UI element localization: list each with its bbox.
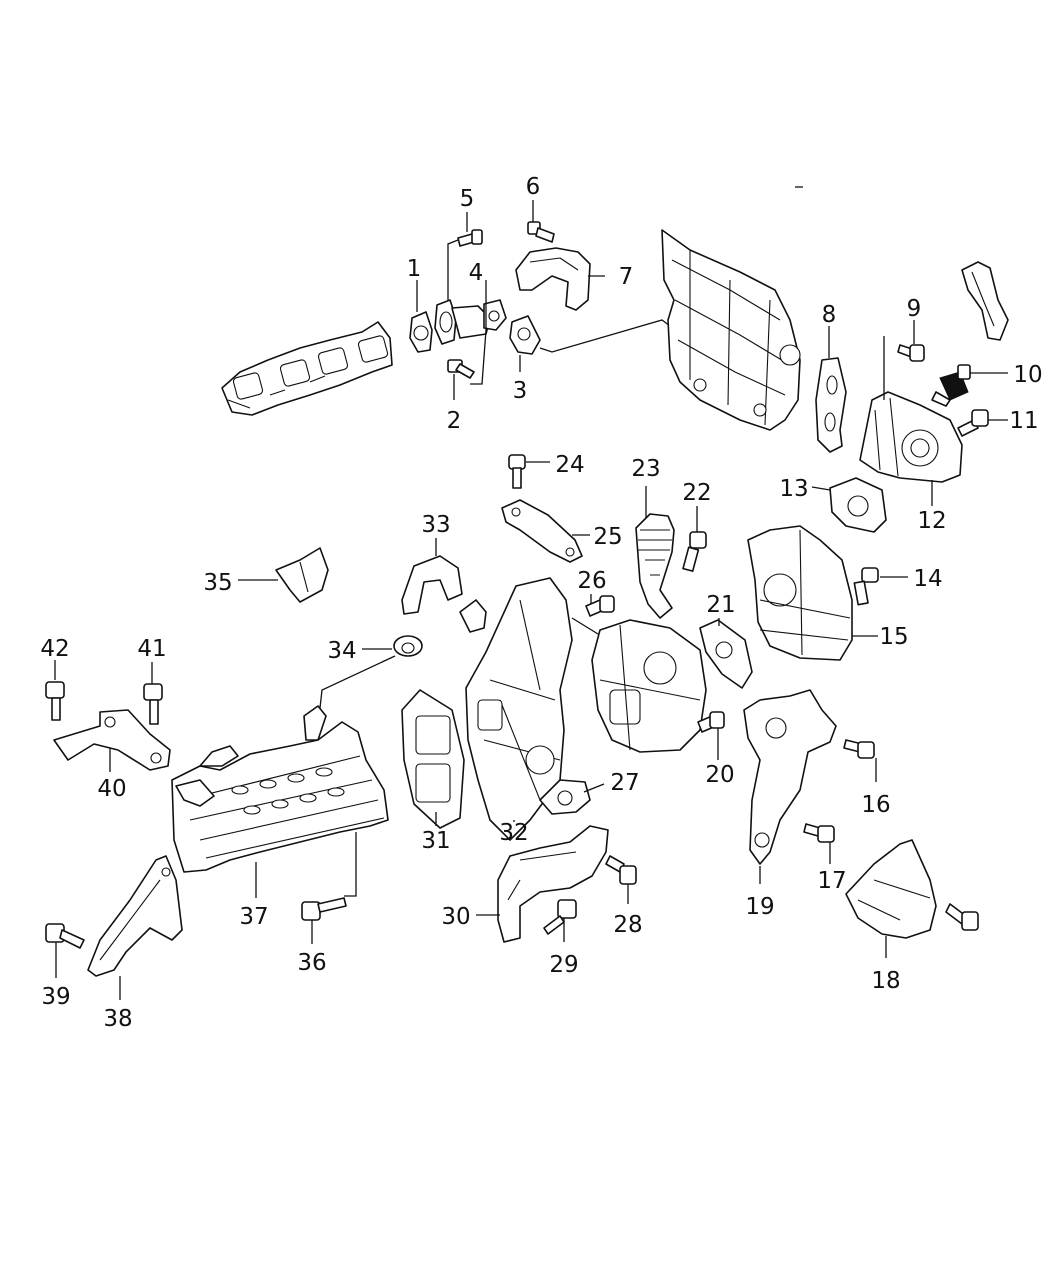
bolt-42 (45, 681, 65, 721)
callout-labels: 1 2 3 4 5 6 7 8 9 10 11 12 13 14 15 16 1… (40, 174, 1042, 1032)
egr-valve-body (591, 619, 707, 753)
callout-34: 34 (327, 638, 356, 664)
callout-8: 8 (822, 302, 837, 328)
callout-2: 2 (447, 408, 462, 434)
callout-26: 26 (577, 568, 606, 594)
cylinder-head-cover (661, 229, 801, 431)
heat-shield-18 (845, 839, 979, 939)
exhaust-manifold (221, 321, 393, 416)
callout-13: 13 (779, 476, 808, 502)
callout-10: 10 (1013, 362, 1042, 388)
bolt-39 (45, 923, 85, 949)
bolt-28 (605, 855, 637, 885)
bolt-29 (543, 899, 577, 935)
actuator-23 (635, 513, 675, 619)
gasket-13 (829, 477, 887, 533)
bolt-36 (301, 897, 347, 921)
callout-19: 19 (745, 894, 774, 920)
callout-16: 16 (861, 792, 890, 818)
bolt-16 (843, 739, 875, 759)
exhaust-pipe-30 (497, 825, 609, 943)
callout-15: 15 (879, 624, 908, 650)
callout-30: 30 (441, 904, 470, 930)
egr-bypass-valve-32 (465, 577, 573, 841)
clamp-34 (393, 635, 423, 657)
callout-23: 23 (631, 456, 660, 482)
callout-11: 11 (1009, 408, 1038, 434)
hose-33 (401, 555, 463, 615)
bolt-17 (803, 823, 835, 843)
callout-4: 4 (469, 260, 484, 286)
callout-38: 38 (103, 1006, 132, 1032)
callout-21: 21 (706, 592, 735, 618)
bolt-14 (853, 567, 879, 606)
bracket-38 (87, 855, 183, 977)
callout-31: 31 (421, 828, 450, 854)
callout-18: 18 (871, 968, 900, 994)
callout-41: 41 (137, 636, 166, 662)
gasket-3 (509, 315, 541, 355)
callout-29: 29 (549, 952, 578, 978)
callout-6: 6 (526, 174, 541, 200)
clip-35 (275, 547, 329, 603)
callout-7: 7 (619, 264, 634, 290)
callout-32: 32 (499, 820, 528, 846)
callout-28: 28 (613, 912, 642, 938)
callout-36: 36 (297, 950, 326, 976)
flange-gasket-1 (409, 311, 433, 353)
callout-35: 35 (203, 570, 232, 596)
bolt-2 (447, 359, 475, 379)
gasket-8 (815, 357, 847, 453)
callout-33: 33 (421, 512, 450, 538)
callout-5: 5 (460, 186, 475, 212)
bolt-41 (143, 683, 163, 725)
bracket-19 (743, 689, 837, 865)
pipe-elbow-7 (515, 247, 591, 311)
callout-9: 9 (907, 296, 922, 322)
callout-39: 39 (41, 984, 70, 1010)
bolt-11 (957, 409, 989, 437)
callout-22: 22 (682, 480, 711, 506)
egr-valve-15 (747, 525, 853, 661)
bracket-clip (961, 261, 1009, 341)
bolt-24 (508, 454, 526, 489)
callout-12: 12 (917, 508, 946, 534)
gasket-27 (539, 779, 591, 815)
callout-3: 3 (513, 378, 528, 404)
callout-37: 37 (239, 904, 268, 930)
bolt-5 (457, 229, 483, 247)
bolt-22 (682, 531, 707, 572)
callout-20: 20 (705, 762, 734, 788)
callout-1: 1 (407, 256, 422, 282)
bolt-9 (897, 344, 925, 362)
callout-25: 25 (593, 524, 622, 550)
callout-17: 17 (817, 868, 846, 894)
gasket-31 (401, 689, 465, 829)
callout-24: 24 (555, 452, 584, 478)
bracket-25 (501, 499, 583, 563)
egr-valve-housing-12 (859, 391, 963, 483)
pressure-sensor-10 (931, 364, 971, 407)
clip (459, 599, 487, 633)
bolt-6 (527, 221, 555, 243)
bolt-20 (697, 711, 725, 733)
bracket-40 (53, 709, 171, 771)
bolt-26 (585, 595, 615, 617)
gasket-21 (699, 619, 753, 689)
callout-42: 42 (40, 636, 69, 662)
egr-tube-4 (434, 299, 507, 345)
callout-27: 27 (610, 770, 639, 796)
callout-14: 14 (913, 566, 942, 592)
egr-cooler-37 (171, 705, 389, 873)
callout-40: 40 (97, 776, 126, 802)
